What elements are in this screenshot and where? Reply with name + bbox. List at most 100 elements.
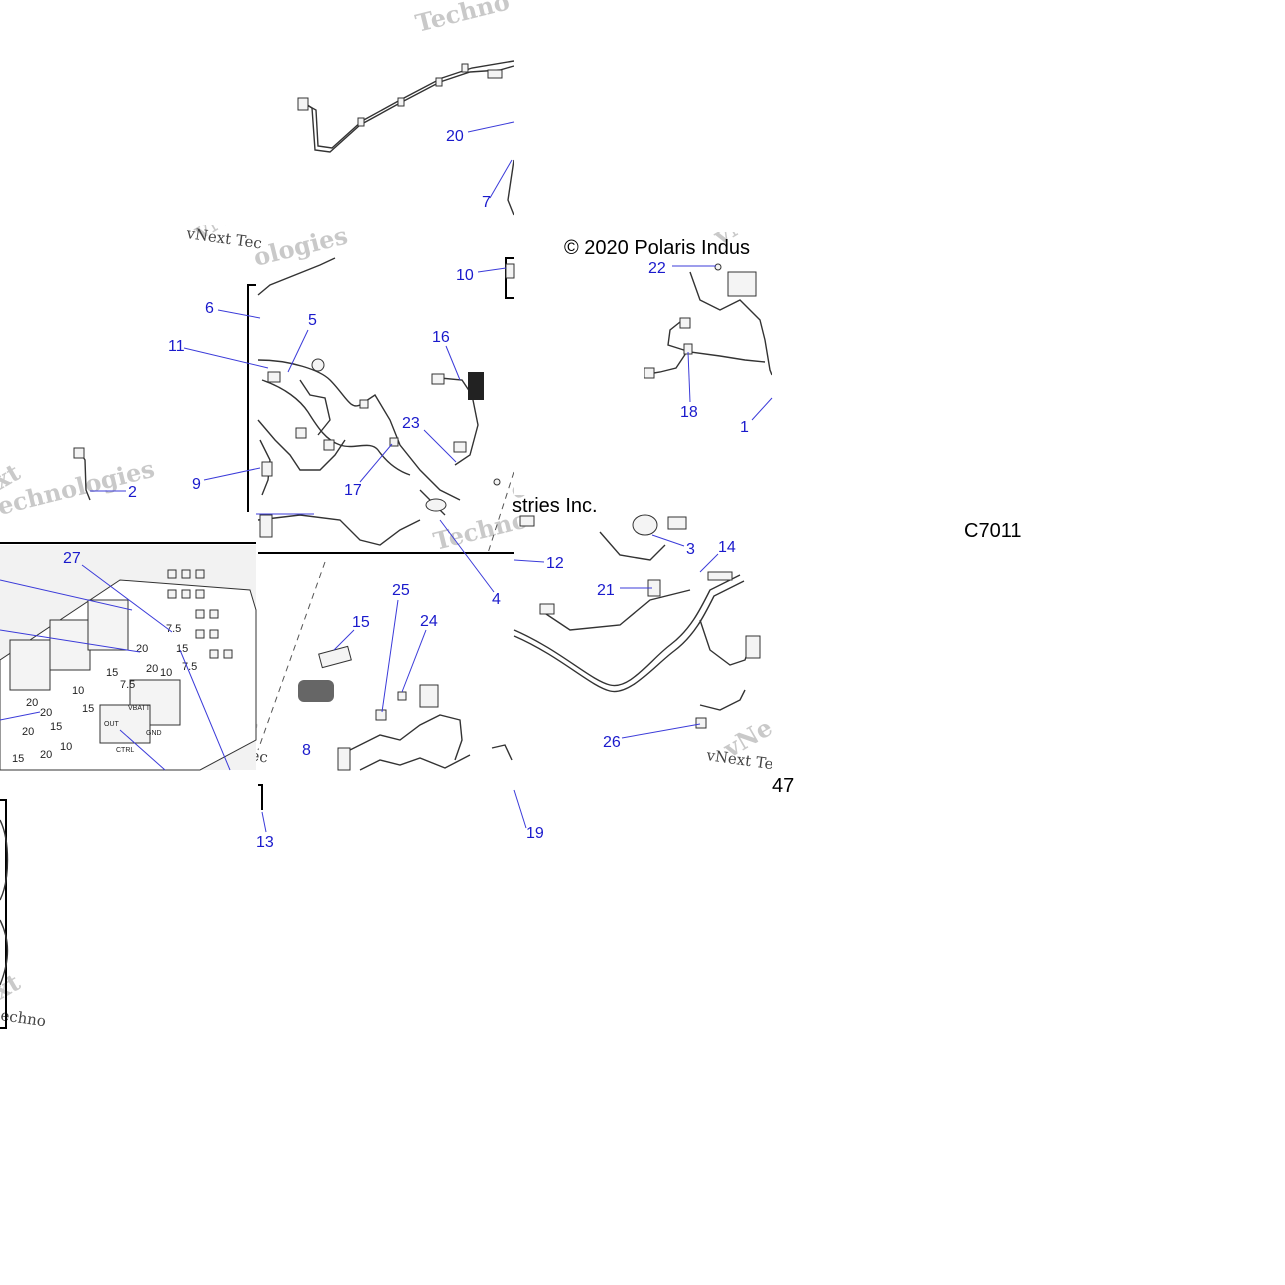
clip	[435, 77, 443, 87]
callout-5: 5	[308, 312, 317, 329]
harness-20	[302, 60, 515, 149]
relay-16	[468, 372, 484, 400]
connector-26	[695, 717, 707, 729]
harness-inset-top	[257, 514, 421, 546]
grommet-3	[632, 514, 658, 536]
callout-6: 6	[205, 300, 214, 317]
connector-12	[519, 515, 535, 527]
fuse-block-text: OUT VBATT CTRL GND	[104, 705, 162, 754]
harness-16	[439, 377, 479, 466]
clip	[359, 399, 369, 409]
harness-1	[689, 271, 773, 376]
relay	[9, 639, 51, 691]
harness-branch	[699, 619, 753, 666]
callout-18: 18	[680, 404, 698, 421]
watermark-logo: vNext Te	[704, 746, 774, 773]
harness-branch	[539, 589, 691, 631]
fuse-label: 20	[40, 707, 52, 719]
connector	[323, 439, 335, 451]
clip-17	[389, 437, 399, 447]
fuse-label: 15	[82, 703, 94, 715]
connector	[431, 373, 445, 385]
fuse-label: 10	[72, 685, 84, 697]
callout-24: 24	[420, 613, 438, 630]
callout-2: 2	[128, 484, 137, 501]
callout-1: 1	[740, 419, 749, 436]
callout-19: 19	[526, 825, 544, 842]
callout-9: 9	[192, 476, 201, 493]
callout-13: 13	[256, 834, 274, 851]
fuse-slots	[167, 569, 233, 659]
connector-25	[375, 709, 387, 721]
callout-17: 17	[344, 482, 362, 499]
callout-23: 23	[402, 415, 420, 432]
connector	[337, 747, 351, 771]
dashed-guide	[487, 471, 515, 554]
fuse-block-text: OUT	[104, 721, 120, 728]
watermark-logo: echno	[0, 1006, 47, 1030]
connector	[745, 635, 761, 659]
diagram-code: C7011	[964, 520, 1021, 542]
connector-24	[397, 691, 407, 701]
fuse-label: 7.5	[182, 661, 197, 673]
callout-11: 11	[168, 338, 185, 355]
screw-22	[714, 263, 722, 271]
fuse-block-text: GND	[146, 730, 162, 737]
harness-20	[299, 65, 515, 153]
fuse-label: 7.5	[120, 679, 135, 691]
harness-7	[507, 159, 515, 216]
callout-26: 26	[603, 734, 621, 751]
harness-main	[257, 359, 461, 501]
dashed-guide	[257, 561, 326, 751]
harness-main-lower	[513, 574, 741, 687]
harness-19	[491, 744, 513, 761]
fuse-label-plate	[99, 704, 151, 744]
callout-4: 4	[492, 591, 501, 608]
harness-main-lower	[513, 580, 745, 693]
copyright-fragment: stries Inc.	[512, 495, 598, 517]
fuse-label: 20	[40, 749, 52, 761]
callout-15: 15	[352, 614, 370, 631]
callout-16: 16	[432, 329, 450, 346]
connector-14	[707, 571, 733, 581]
callout-3: 3	[686, 541, 695, 558]
harness-3	[599, 531, 666, 561]
callout-21: 21	[597, 582, 615, 599]
fuse-label: 10	[160, 667, 172, 679]
fuse-label: 7.5	[166, 623, 181, 635]
watermark-logo: Techno	[412, 0, 512, 38]
clip	[357, 117, 365, 127]
callout-27: 27	[63, 550, 81, 567]
clip	[461, 63, 469, 73]
callouts: 1 2 3 4 5 6 7 8 9 10 11 12 13 14 15 16 1…	[63, 128, 749, 851]
fuse-label: 15	[50, 721, 62, 733]
connector	[261, 461, 273, 477]
connector	[259, 514, 273, 538]
module	[298, 680, 334, 702]
label-15	[318, 645, 352, 669]
harness-8	[359, 754, 471, 771]
page-number: 47	[772, 775, 794, 797]
fuse-label: 15	[106, 667, 118, 679]
connector	[667, 516, 687, 530]
fuse-labels: 20 10 15 20 10 15 20 15 20 10 15 7.5 20 …	[12, 623, 197, 765]
fuse-block-text: CTRL	[116, 747, 134, 754]
connector-10	[505, 263, 515, 279]
harness-13	[0, 819, 9, 901]
harness-branch	[299, 379, 331, 436]
harness-6	[257, 257, 336, 296]
grommet	[311, 358, 325, 372]
grommet-4	[425, 498, 447, 512]
callout-20: 20	[446, 128, 464, 145]
fuse-label: 20	[26, 697, 38, 709]
bracket-small	[258, 784, 263, 813]
bracket-left	[247, 284, 256, 512]
harness-26	[699, 689, 746, 711]
bracket-lower	[0, 799, 7, 1029]
connector	[267, 371, 281, 383]
fuse-label: 20	[22, 726, 34, 738]
callout-7: 7	[482, 194, 491, 211]
connector	[419, 684, 439, 708]
